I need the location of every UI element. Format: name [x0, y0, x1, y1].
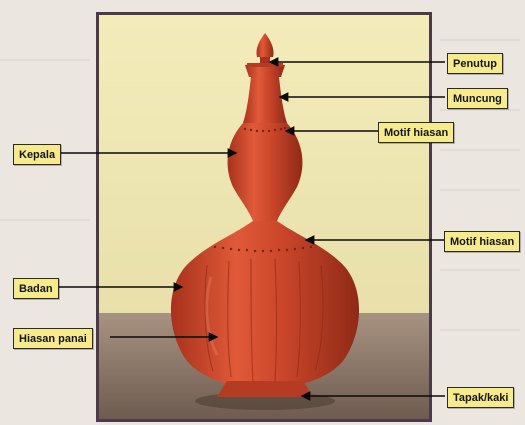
label-muncung: Muncung: [447, 88, 508, 109]
label-motif-hiasan-mid: Motif hiasan: [444, 231, 520, 252]
vase-photo: [96, 12, 432, 422]
label-tapak-kaki: Tapak/kaki: [447, 387, 514, 408]
label-hiasan-panai: Hiasan panai: [13, 328, 93, 349]
label-penutup: Penutup: [447, 53, 503, 74]
label-badan: Badan: [13, 278, 59, 299]
label-motif-hiasan-top: Motif hiasan: [378, 122, 454, 143]
label-kepala: Kepala: [13, 144, 61, 165]
